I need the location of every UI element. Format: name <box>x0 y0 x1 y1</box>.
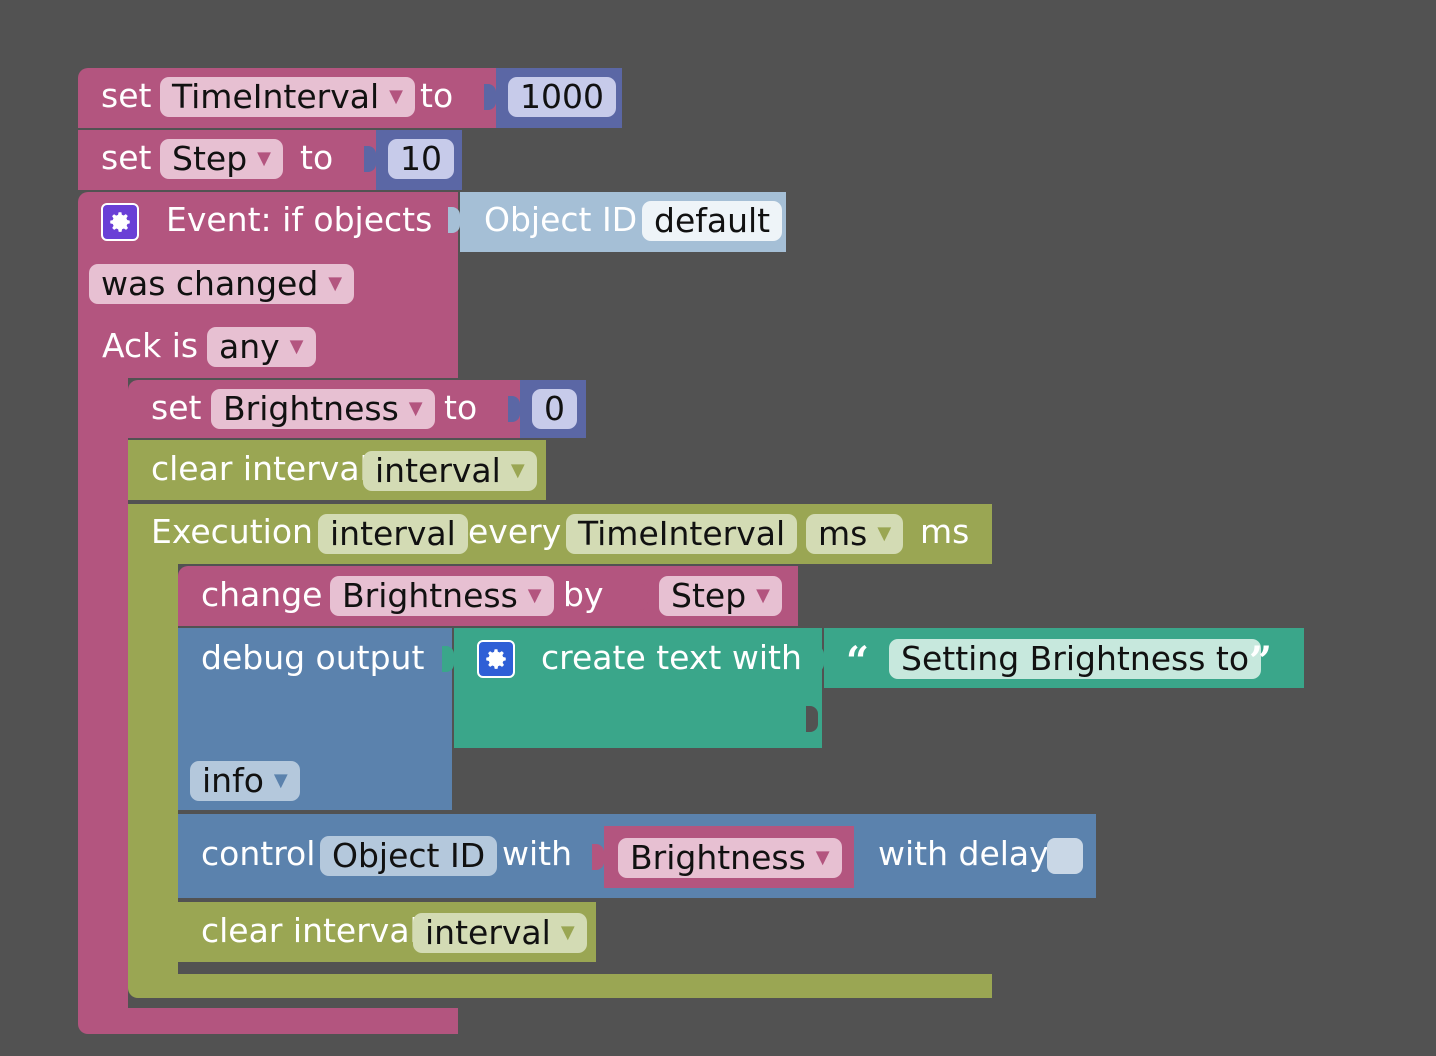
control-object-id-field[interactable]: Object ID <box>320 836 498 876</box>
clear-interval-variable: interval <box>375 451 501 490</box>
event-gear-icon[interactable] <box>101 203 139 241</box>
chevron-down-icon: ▼ <box>408 398 423 419</box>
clear-interval-label: clear interval <box>201 911 419 950</box>
chevron-down-icon: ▼ <box>289 336 304 357</box>
chevron-down-icon: ▼ <box>877 523 892 544</box>
debug-level-dropdown[interactable]: info ▼ <box>190 761 300 801</box>
create-text-block[interactable] <box>454 628 822 748</box>
execution-block-footer <box>128 974 992 998</box>
timeinterval-value: 1000 <box>520 77 604 116</box>
timeinterval-variable-dropdown[interactable]: TimeInterval ▼ <box>160 77 415 117</box>
event-block-arm <box>78 378 128 1008</box>
gear-icon <box>486 649 506 669</box>
text-string-field[interactable]: Setting Brightness to <box>889 639 1262 679</box>
to-label: to <box>300 138 334 177</box>
control-value-variable: Brightness <box>630 838 806 877</box>
ack-label: Ack is <box>102 326 199 365</box>
event-block-footer <box>78 1008 458 1034</box>
chevron-down-icon: ▼ <box>257 148 271 169</box>
set-label: set <box>101 76 152 115</box>
ack-dropdown[interactable]: any ▼ <box>207 327 316 367</box>
step-value: 10 <box>400 139 442 178</box>
open-quote-icon: “ <box>846 638 870 685</box>
step-variable-dropdown[interactable]: Step ▼ <box>160 139 283 179</box>
unit-value: ms <box>818 514 868 553</box>
chevron-down-icon: ▼ <box>815 847 830 868</box>
value-connector <box>484 84 496 110</box>
chevron-down-icon: ▼ <box>328 273 343 294</box>
by-label: by <box>563 575 604 614</box>
control-object-id: Object ID <box>332 836 486 875</box>
brightness-value: 0 <box>544 389 565 428</box>
object-id-value: default <box>654 201 771 240</box>
delay-checkbox[interactable] <box>1047 838 1083 874</box>
clear-interval-label: clear interval <box>151 449 369 488</box>
control-value-dropdown[interactable]: Brightness ▼ <box>618 838 842 878</box>
text-empty-slot <box>806 706 818 732</box>
text-string-value: Setting Brightness to <box>901 639 1250 678</box>
chevron-down-icon: ▼ <box>527 585 542 606</box>
delay-label: with delay <box>878 834 1049 873</box>
clear-interval-variable-dropdown[interactable]: interval ▼ <box>363 451 537 491</box>
execution-block-arm <box>128 564 178 974</box>
step-variable: Step <box>172 139 248 178</box>
close-quote-icon: ” <box>1249 638 1273 685</box>
to-label: to <box>420 76 454 115</box>
value-connector <box>364 146 376 172</box>
value-connector <box>636 584 648 610</box>
value-connector <box>592 844 604 870</box>
chevron-down-icon: ▼ <box>510 460 525 481</box>
chevron-down-icon: ▼ <box>389 86 403 107</box>
chevron-down-icon: ▼ <box>560 922 575 943</box>
object-id-connector <box>448 207 460 233</box>
trigger-dropdown[interactable]: was changed ▼ <box>89 264 355 304</box>
timeinterval-value-field[interactable]: 1000 <box>508 77 616 117</box>
set-label: set <box>101 138 152 177</box>
change-label: change <box>201 575 323 614</box>
create-text-label: create text with <box>541 638 802 677</box>
control-label: control <box>201 834 316 873</box>
clear-interval-variable-dropdown[interactable]: interval ▼ <box>413 913 587 953</box>
create-text-gear-icon[interactable] <box>477 640 515 678</box>
by-variable-dropdown[interactable]: Step ▼ <box>659 576 782 616</box>
chevron-down-icon: ▼ <box>273 770 288 791</box>
change-variable: Brightness <box>342 576 518 615</box>
chevron-down-icon: ▼ <box>756 585 770 606</box>
object-id-label: Object ID <box>484 200 638 239</box>
change-variable-dropdown[interactable]: Brightness ▼ <box>330 576 554 616</box>
to-label: to <box>444 388 478 427</box>
text-connector <box>812 646 824 672</box>
unit-dropdown[interactable]: ms ▼ <box>806 514 904 554</box>
debug-output-label: debug output <box>201 638 425 677</box>
execution-variable: interval <box>330 514 456 553</box>
text-connector <box>442 646 454 672</box>
gear-icon <box>110 212 130 232</box>
debug-level: info <box>202 761 264 800</box>
by-variable: Step <box>671 576 747 615</box>
brightness-value-field[interactable]: 0 <box>532 389 577 429</box>
unit-suffix-label: ms <box>920 512 970 551</box>
every-label: every <box>468 512 562 551</box>
brightness-variable-dropdown[interactable]: Brightness ▼ <box>211 389 435 429</box>
timeinterval-variable: TimeInterval <box>172 77 380 116</box>
step-value-field[interactable]: 10 <box>388 139 454 179</box>
with-label: with <box>502 834 573 873</box>
event-title: Event: if objects <box>166 200 433 239</box>
execution-label: Execution <box>151 512 313 551</box>
ack-value: any <box>219 327 280 366</box>
trigger-value: was changed <box>101 264 319 303</box>
clear-interval-variable: interval <box>425 913 551 952</box>
execution-variable-field[interactable]: interval <box>318 514 468 554</box>
every-value-field[interactable]: TimeInterval <box>566 514 798 554</box>
object-id-field[interactable]: default <box>642 201 783 241</box>
value-connector <box>508 396 520 422</box>
every-value: TimeInterval <box>578 514 786 553</box>
set-label: set <box>151 388 202 427</box>
brightness-variable: Brightness <box>223 389 399 428</box>
